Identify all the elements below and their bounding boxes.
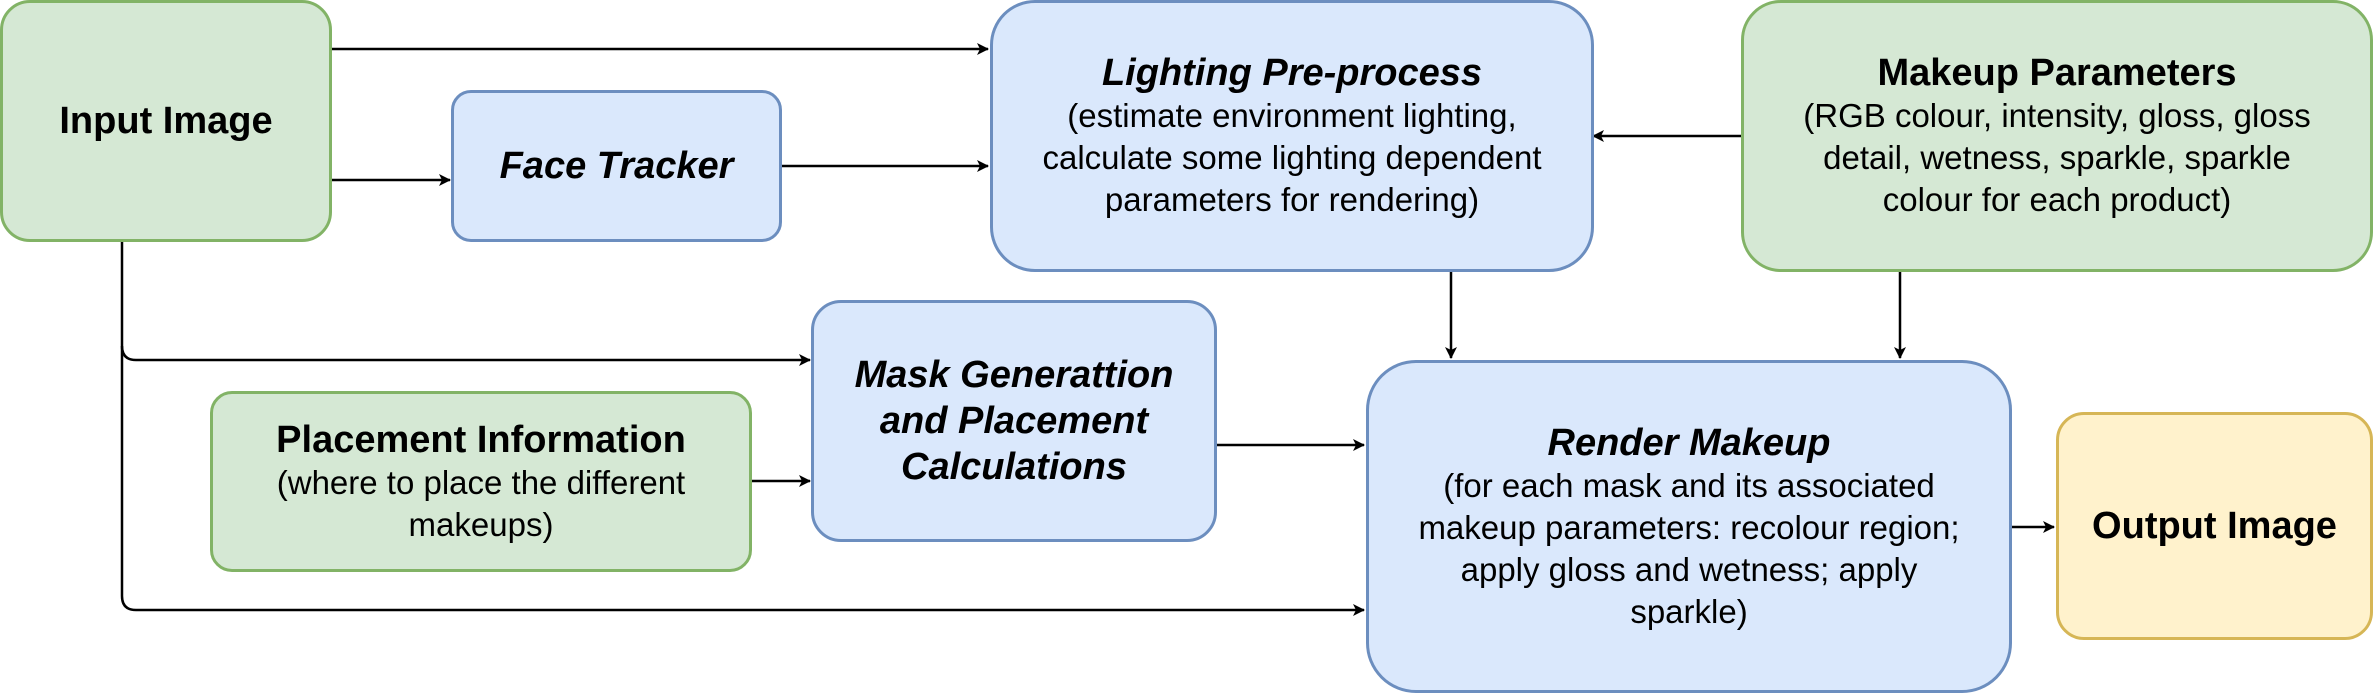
output-image-node[interactable]: Output Image xyxy=(2056,412,2373,640)
face-tracker-node[interactable]: Face Tracker xyxy=(451,90,782,242)
makeup-parameters-desc: (RGB colour, intensity, gloss, gloss det… xyxy=(1803,97,2311,218)
placement-information-node[interactable]: Placement Information (where to place th… xyxy=(210,391,752,572)
mask-generation-title: Mask Generattion and Placement Calculati… xyxy=(854,354,1174,488)
mask-generation-node[interactable]: Mask Generattion and Placement Calculati… xyxy=(811,300,1217,542)
output-image-title: Output Image xyxy=(2092,505,2337,547)
face-tracker-title: Face Tracker xyxy=(499,145,734,187)
render-makeup-node[interactable]: Render Makeup (for each mask and its ass… xyxy=(1366,360,2012,693)
lighting-preprocess-title: Lighting Pre-process xyxy=(1101,52,1483,94)
input-image-title: Input Image xyxy=(59,100,273,142)
placement-information-title: Placement Information xyxy=(276,418,686,461)
makeup-parameters-title: Makeup Parameters xyxy=(1877,52,2237,94)
render-makeup-desc: (for each mask and its associated makeup… xyxy=(1418,466,1960,630)
placement-information-desc: (where to place the different makeups) xyxy=(276,463,686,543)
render-makeup-title: Render Makeup xyxy=(1547,421,1831,464)
input-image-node[interactable]: Input Image xyxy=(0,0,332,242)
edge-input-to-mask-gen xyxy=(120,241,811,366)
lighting-preprocess-desc: (estimate environment lighting, calculat… xyxy=(1042,97,1542,218)
edge-input-to-render xyxy=(120,346,1365,616)
makeup-parameters-node[interactable]: Makeup Parameters (RGB colour, intensity… xyxy=(1741,0,2373,272)
lighting-preprocess-node[interactable]: Lighting Pre-process (estimate environme… xyxy=(990,0,1594,272)
